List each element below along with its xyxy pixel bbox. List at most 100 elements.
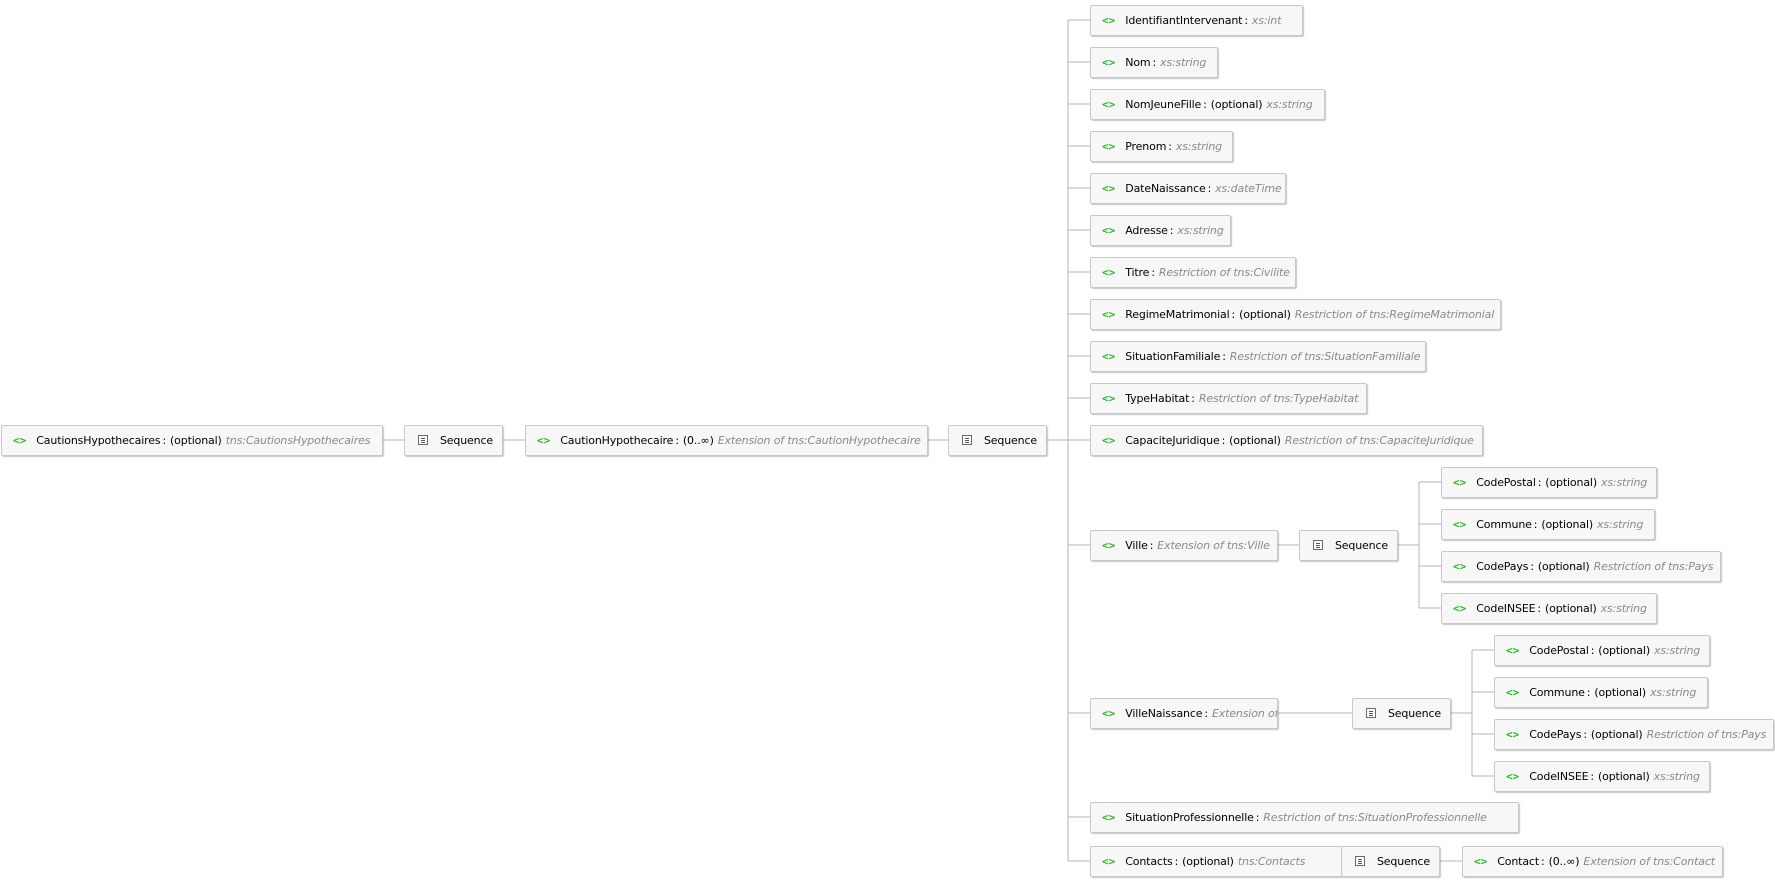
name-separator: : xyxy=(1204,706,1208,720)
element-name: DateNaissance xyxy=(1125,181,1206,195)
sequence-compositor[interactable]: Sequence xyxy=(1299,529,1398,561)
element-icon: <> xyxy=(13,433,27,447)
element-name: VilleNaissance xyxy=(1125,706,1203,720)
element-nom[interactable]: <>Nom:xs:string xyxy=(1090,46,1218,78)
element-name: SituationProfessionnelle xyxy=(1125,810,1254,824)
element-icon: <> xyxy=(1102,538,1116,552)
sequence-compositor[interactable]: Sequence xyxy=(404,424,503,456)
element-name: CodeINSEE xyxy=(1529,769,1589,783)
element-cautions-hypothecaires[interactable]: <>CautionsHypothecaires:(optional)tns:Ca… xyxy=(1,424,383,456)
element-icon: <> xyxy=(1102,55,1116,69)
element-icon: <> xyxy=(1102,349,1116,363)
sequence-icon xyxy=(418,435,428,445)
element-type: xs:dateTime xyxy=(1215,181,1282,195)
sequence-compositor[interactable]: Sequence xyxy=(1352,697,1451,729)
element-adresse[interactable]: <>Adresse:xs:string xyxy=(1090,214,1231,246)
element-name: NomJeuneFille xyxy=(1125,97,1202,111)
element-ville[interactable]: <>Ville:Extension of tns:Ville xyxy=(1090,529,1278,561)
cardinality: (optional) xyxy=(170,433,222,447)
element-type: xs:string xyxy=(1266,97,1313,111)
element-icon: <> xyxy=(1102,391,1116,405)
element-identifiant-intervenant[interactable]: <>IdentifiantIntervenant:xs:int xyxy=(1090,4,1303,36)
element-name: CodePays xyxy=(1529,727,1582,741)
element-type: Extension of tns:Ville xyxy=(1157,538,1270,552)
name-separator: : xyxy=(1169,223,1174,237)
cardinality: (optional) xyxy=(1598,643,1650,657)
name-separator: : xyxy=(1152,55,1157,69)
element-caution-hypothecaire[interactable]: <>CautionHypothecaire:(0..∞)Extension of… xyxy=(525,424,928,456)
element-type: tns:Contacts xyxy=(1237,854,1306,868)
element-commune[interactable]: <>Commune:(optional)xs:string xyxy=(1494,676,1708,708)
element-type: xs:string xyxy=(1177,223,1224,237)
sequence-label: Sequence xyxy=(439,433,493,447)
element-ville-naissance[interactable]: <>VilleNaissance:Extension of tns:Ville xyxy=(1090,697,1278,729)
element-code-postal[interactable]: <>CodePostal:(optional)xs:string xyxy=(1441,466,1657,498)
element-commune[interactable]: <>Commune:(optional)xs:string xyxy=(1441,508,1655,540)
name-separator: : xyxy=(1244,13,1248,27)
element-type: xs:string xyxy=(1175,139,1223,153)
element-regime-matrimonial[interactable]: <>RegimeMatrimonial:(optional)Restrictio… xyxy=(1090,298,1501,330)
element-prenom[interactable]: <>Prenom:xs:string xyxy=(1090,130,1233,162)
element-capacite-juridique[interactable]: <>CapaciteJuridique:(optional)Restrictio… xyxy=(1090,424,1483,456)
element-name: Contact xyxy=(1497,854,1539,868)
element-name: TypeHabitat xyxy=(1125,391,1190,405)
cardinality: (optional) xyxy=(1544,601,1597,615)
element-icon: <> xyxy=(1102,181,1116,195)
element-name: RegimeMatrimonial xyxy=(1125,307,1230,321)
element-type: Restriction of tns:RegimeMatrimonial xyxy=(1294,307,1495,321)
sequence-label: Sequence xyxy=(1387,706,1441,720)
name-separator: : xyxy=(1537,475,1542,489)
element-name: Commune xyxy=(1476,517,1532,531)
element-contact[interactable]: <>Contact:(0..∞)Extension of tns:Contact xyxy=(1462,845,1723,877)
name-separator: : xyxy=(1222,349,1226,363)
element-nom-jeune-fille[interactable]: <>NomJeuneFille:(optional)xs:string xyxy=(1090,88,1325,120)
element-code-pays[interactable]: <>CodePays:(optional)Restriction of tns:… xyxy=(1494,718,1774,750)
element-icon: <> xyxy=(1102,307,1116,321)
name-separator: : xyxy=(1203,97,1207,111)
sequence-compositor[interactable]: Sequence xyxy=(948,424,1047,456)
sequence-label: Sequence xyxy=(1334,538,1388,552)
sequence-icon xyxy=(1355,856,1365,866)
element-type-habitat[interactable]: <>TypeHabitat:Restriction of tns:TypeHab… xyxy=(1090,382,1367,414)
name-separator: : xyxy=(1590,769,1594,783)
cardinality: (0..∞) xyxy=(1548,854,1580,868)
name-separator: : xyxy=(1541,854,1545,868)
element-situation-familiale[interactable]: <>SituationFamiliale:Restriction of tns:… xyxy=(1090,340,1426,372)
element-type: Restriction of tns:TypeHabitat xyxy=(1198,391,1359,405)
element-name: Contacts xyxy=(1125,854,1173,868)
element-code-postal[interactable]: <>CodePostal:(optional)xs:string xyxy=(1494,634,1710,666)
sequence-compositor[interactable]: Sequence xyxy=(1341,845,1440,877)
element-code-insee[interactable]: <>CodeINSEE:(optional)xs:string xyxy=(1441,592,1657,624)
element-type: xs:string xyxy=(1653,643,1701,657)
element-code-insee[interactable]: <>CodeINSEE:(optional)xs:string xyxy=(1494,760,1710,792)
element-contacts[interactable]: <>Contacts:(optional)tns:Contacts xyxy=(1090,845,1342,877)
element-name: Titre xyxy=(1125,265,1150,279)
element-icon: <> xyxy=(1102,97,1116,111)
element-icon: <> xyxy=(1102,433,1116,447)
element-icon: <> xyxy=(1102,810,1116,824)
element-type: xs:string xyxy=(1600,601,1647,615)
element-type: xs:string xyxy=(1597,517,1644,531)
sequence-label: Sequence xyxy=(983,433,1037,447)
sequence-icon xyxy=(962,435,972,445)
element-name: Adresse xyxy=(1125,223,1168,237)
sequence-icon xyxy=(1313,540,1323,550)
element-icon: <> xyxy=(1453,475,1467,489)
element-icon: <> xyxy=(1506,769,1520,783)
element-code-pays[interactable]: <>CodePays:(optional)Restriction of tns:… xyxy=(1441,550,1721,582)
element-type: xs:string xyxy=(1600,475,1648,489)
cardinality: (optional) xyxy=(1239,307,1291,321)
sequence-icon xyxy=(1366,708,1376,718)
element-type: xs:string xyxy=(1653,769,1700,783)
cardinality: (optional) xyxy=(1590,727,1643,741)
element-date-naissance[interactable]: <>DateNaissance:xs:dateTime xyxy=(1090,172,1286,204)
element-type: Restriction of tns:Pays xyxy=(1646,727,1767,741)
name-separator: : xyxy=(1583,727,1587,741)
name-separator: : xyxy=(1255,810,1260,824)
element-name: CapaciteJuridique xyxy=(1125,433,1220,447)
element-situation-professionnelle[interactable]: <>SituationProfessionnelle:Restriction o… xyxy=(1090,801,1519,833)
element-titre[interactable]: <>Titre:Restriction of tns:Civilite xyxy=(1090,256,1296,288)
element-name: CodePostal xyxy=(1529,643,1589,657)
